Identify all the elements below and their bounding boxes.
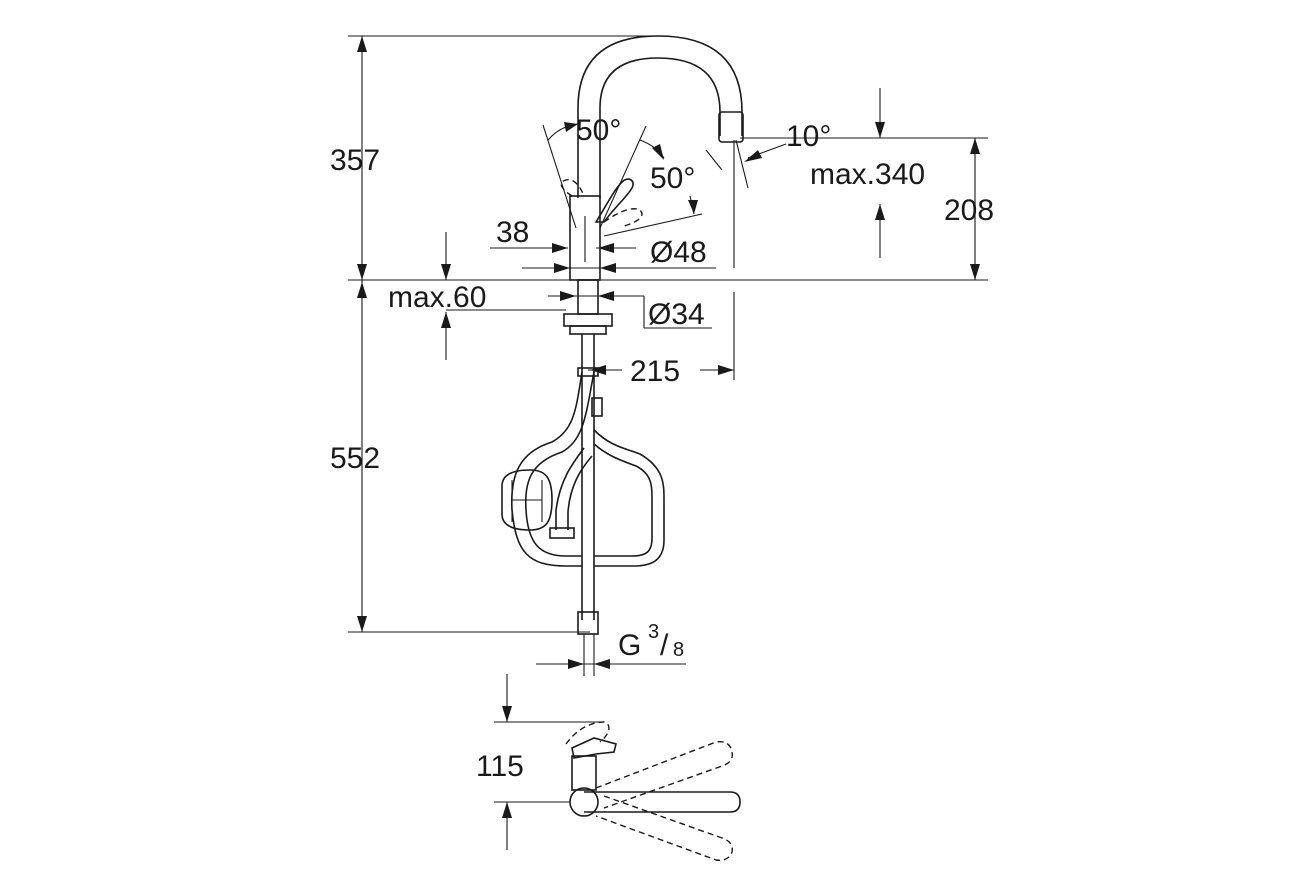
- top-spout-ghost-lower: [595, 795, 733, 862]
- dimension-38-label: 38: [496, 216, 529, 249]
- dimension-552: 552: [330, 280, 380, 632]
- reference-lines: [348, 35, 988, 803]
- hose-counterweight: [501, 469, 553, 531]
- angle-50-right-label: 50°: [650, 162, 695, 195]
- dimension-max340-label: max.340: [810, 158, 925, 191]
- lever-ghost-left: [560, 179, 585, 197]
- dimension-357: 357: [330, 36, 380, 280]
- angle-50-left: 50°: [542, 114, 621, 229]
- supply-connector: [577, 611, 599, 635]
- dimension-max340: max.340: [810, 88, 925, 258]
- top-body: [571, 755, 597, 791]
- dimension-38: 38: [490, 216, 636, 253]
- angle-10-label: 10°: [786, 120, 831, 153]
- mounting-nut: [563, 313, 613, 327]
- dimension-115: 115: [476, 674, 524, 850]
- faucet-front-view: [560, 35, 744, 366]
- dimension-208: 208: [944, 138, 994, 280]
- dimension-215-label: 215: [630, 355, 680, 388]
- dimension-d34-label: Ø34: [648, 298, 705, 331]
- faucet-top-view: [565, 721, 741, 862]
- dimension-connection-thread: G 3 / 8: [536, 621, 686, 676]
- dimension-max60-label: max.60: [388, 281, 486, 314]
- lever-handle: [594, 178, 634, 223]
- top-base: [569, 787, 599, 817]
- angle-50-right: 50°: [599, 125, 703, 237]
- connection-numerator-label: 3: [648, 621, 659, 643]
- hose-assembly: [501, 366, 665, 635]
- dimension-d48: Ø48: [522, 236, 716, 273]
- top-spout: [584, 791, 741, 813]
- dimension-552-label: 552: [330, 442, 380, 475]
- lever-ghost-right: [603, 208, 643, 227]
- mounting-shank: [577, 279, 599, 315]
- connection-fraction-slash: /: [660, 629, 669, 662]
- dimension-d34: Ø34: [548, 291, 712, 331]
- connection-g-label: G: [618, 629, 641, 662]
- dimension-115-label: 115: [476, 750, 524, 783]
- dimension-208-label: 208: [944, 194, 994, 227]
- spray-head: [718, 111, 744, 143]
- top-lever: [571, 737, 617, 759]
- dimension-357-label: 357: [330, 144, 380, 177]
- dimension-max60: max.60: [388, 232, 566, 360]
- top-spout-ghost-upper: [595, 741, 733, 809]
- connection-denominator-label: 8: [673, 639, 684, 661]
- dimension-215: 215: [588, 355, 734, 388]
- dimension-d48-label: Ø48: [650, 236, 707, 269]
- angle-10-degrees: 10°: [705, 120, 831, 189]
- angle-50-left-label: 50°: [576, 114, 621, 147]
